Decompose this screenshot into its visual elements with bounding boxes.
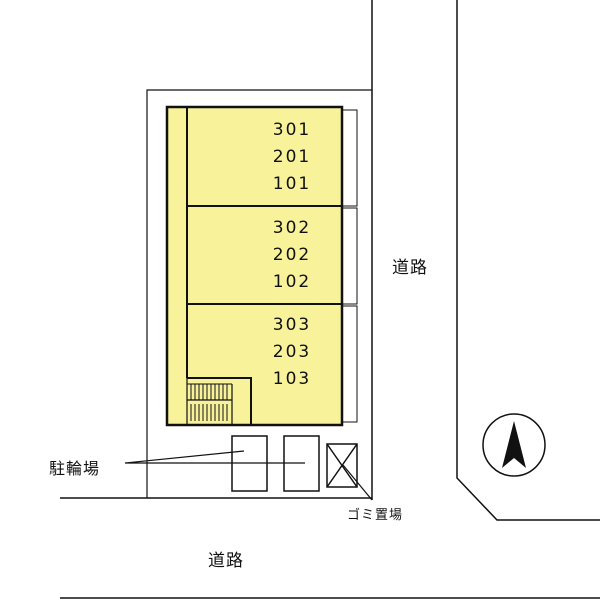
unit-group-2: 302 202 102 [252,215,332,296]
unit-room-number: 203 [272,342,312,362]
unit-room-number: 201 [272,147,312,167]
unit-group-1: 301 201 101 [252,117,332,198]
unit-room-number: 301 [272,120,312,140]
north-arrow-icon [482,413,546,477]
unit-room-number: 102 [272,272,312,292]
building-outline [165,105,344,427]
lot-boundary [146,89,372,498]
trash-area-label: ゴミ置場 [347,508,404,523]
unit-group-3: 303 203 103 [252,312,332,393]
east-road-edge-right [456,0,600,521]
stairs [186,377,252,425]
bicycle-parking-leader [124,450,305,464]
unit-room-number: 302 [272,218,312,238]
unit-room-number: 202 [272,245,312,265]
trash-area [326,443,373,501]
bicycle-parking-label: 駐輪場 [49,459,101,478]
unit-room-number: 103 [272,369,312,389]
unit-room-number: 101 [272,174,312,194]
unit-room-number: 303 [272,315,312,335]
south-road-label: 道路 [208,551,244,571]
east-road-label: 道路 [392,258,428,278]
balconies [341,109,358,423]
